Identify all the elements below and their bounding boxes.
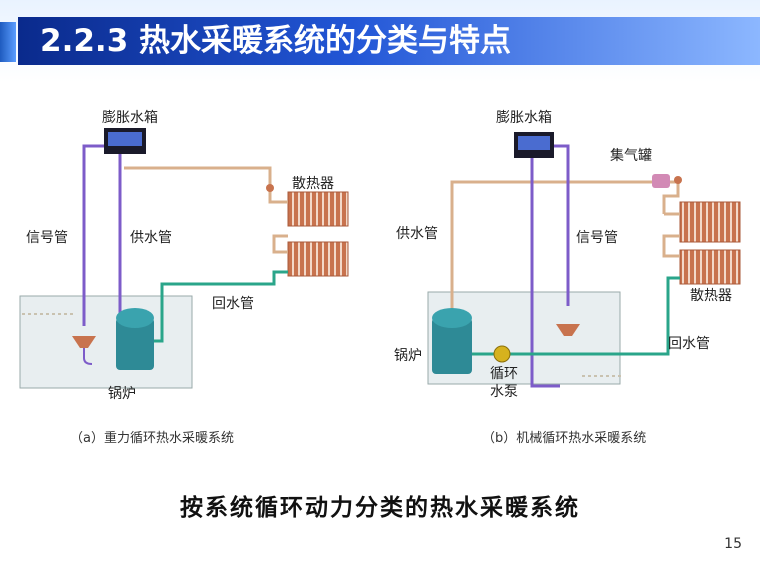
return-pipe-b — [508, 276, 680, 356]
title-accent — [0, 22, 16, 62]
boiler-a-top — [116, 308, 154, 328]
air-collector — [652, 174, 670, 188]
label-supply-pipe-b: 供水管 — [396, 226, 438, 242]
expansion-tank-water-b — [518, 136, 550, 150]
radiator-link-a — [272, 234, 288, 254]
diagram-b: 膨胀水箱 集气罐 供水管 信号管 散热器 回水管 锅炉 循环 水泵 （b）机械循… — [394, 109, 741, 446]
label-pump-line2: 水泵 — [490, 384, 518, 400]
page-number: 15 — [724, 536, 742, 552]
label-boiler-a: 锅炉 — [108, 386, 136, 402]
drain-funnel-a — [72, 336, 96, 348]
signal-pipe-b — [554, 144, 570, 306]
label-pump-line1: 循环 — [490, 366, 518, 382]
boiler-b — [432, 318, 472, 374]
label-expansion-tank-a: 膨胀水箱 — [102, 109, 158, 126]
radiator-b-upper — [679, 201, 741, 243]
slide-title: 2.2.3 热水采暖系统的分类与特点 — [40, 23, 512, 59]
radiator-feed-b — [662, 182, 680, 214]
basement-a — [19, 295, 193, 389]
signal-pipe-a — [82, 144, 104, 326]
drain-pipe-a — [83, 348, 93, 365]
heating-diagram: 膨胀水箱 散热器 信号管 供水管 回水管 锅炉 （a）重力循环热水采暖系统 — [19, 109, 741, 446]
drain-funnel-b — [556, 324, 580, 336]
label-return-pipe-b: 回水管 — [668, 336, 710, 352]
radiator-a-upper — [287, 191, 349, 227]
figure-panel: 膨胀水箱 散热器 信号管 供水管 回水管 锅炉 （a）重力循环热水采暖系统 — [12, 96, 748, 526]
boiler-b-top — [432, 308, 472, 328]
label-signal-pipe-a: 信号管 — [26, 230, 68, 246]
label-air-collector: 集气罐 — [610, 147, 652, 164]
caption-a: （a）重力循环热水采暖系统 — [70, 430, 234, 446]
label-signal-pipe-b: 信号管 — [576, 230, 618, 246]
radiator-link-b — [662, 234, 680, 258]
supply-pipe-b — [450, 180, 656, 318]
boiler-a — [116, 318, 154, 370]
figure-caption: 按系统循环动力分类的热水采暖系统 — [180, 494, 580, 521]
label-return-pipe-a: 回水管 — [212, 296, 254, 312]
label-boiler-b: 锅炉 — [394, 348, 422, 364]
caption-b: （b）机械循环热水采暖系统 — [482, 431, 646, 446]
valve-a — [266, 184, 274, 192]
radiator-b-lower — [679, 249, 741, 285]
supply-pipe-a — [124, 166, 272, 186]
return-pipe-a — [152, 270, 288, 343]
expansion-tank-water-a — [108, 132, 142, 146]
radiator-a-lower — [287, 241, 349, 277]
label-radiator-b: 散热器 — [690, 288, 732, 304]
label-supply-pipe-a: 供水管 — [130, 230, 172, 246]
title-box — [18, 17, 760, 65]
label-expansion-tank-b: 膨胀水箱 — [496, 109, 552, 126]
label-radiator-a: 散热器 — [292, 176, 334, 192]
circulation-pump — [493, 345, 511, 363]
diagram-a: 膨胀水箱 散热器 信号管 供水管 回水管 锅炉 （a）重力循环热水采暖系统 — [19, 109, 349, 446]
air-valve-b — [674, 176, 682, 184]
expansion-riser-b — [530, 158, 560, 388]
